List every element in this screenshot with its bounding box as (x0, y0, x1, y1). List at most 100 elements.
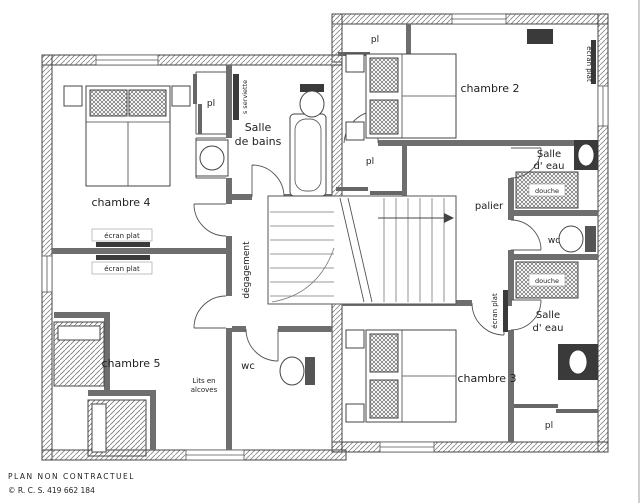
wall (508, 178, 514, 220)
sliding-door (193, 74, 197, 104)
tv-label: écran plat (104, 232, 140, 240)
wall (226, 65, 232, 138)
closet-label-pl: pl (366, 157, 374, 167)
room-label-salle-eau-haut: Salle (537, 149, 561, 160)
nightstand (345, 403, 365, 423)
nightstand (345, 53, 365, 73)
door-wc-droite (510, 219, 542, 251)
window (41, 255, 53, 293)
room-label-salle-de-bains: de bains (235, 135, 282, 148)
pillow (369, 379, 399, 419)
vanity-salle-eau-haut (574, 140, 598, 170)
alcove-beds-label: alcoves (191, 386, 218, 394)
tv-chambre-4 (91, 228, 153, 247)
closet-label-pl: pl (371, 35, 379, 45)
stair-treads (270, 211, 334, 297)
sliding-door (556, 409, 598, 413)
wall (597, 13, 609, 453)
alcove-wall (88, 390, 150, 396)
sliding-door (198, 104, 202, 134)
tv-label: écran plat (491, 293, 499, 329)
wall (232, 194, 252, 200)
annotation-labels: pl pl pl pl écran plat écran plat écran … (104, 35, 593, 431)
radiator (527, 29, 553, 44)
closet-label-pl: pl (545, 421, 553, 431)
wall (52, 248, 226, 254)
shower-salle-eau-haut (515, 171, 579, 209)
stair-treads (383, 198, 445, 302)
window (95, 54, 159, 66)
tv-label: écran plat (104, 265, 140, 273)
door-chambre-3 (471, 302, 505, 336)
pillow (91, 403, 107, 453)
room-label-wc-droite: wc (548, 236, 560, 246)
wall (331, 299, 343, 453)
room-label-palier: palier (475, 201, 504, 212)
staircase (267, 195, 457, 305)
room-label-chambre-5: chambre 5 (101, 357, 160, 370)
wall (406, 24, 411, 58)
sliding-door (514, 404, 558, 408)
door-chambre-4 (193, 203, 227, 237)
scan-edge (638, 0, 640, 503)
wall (232, 326, 246, 332)
nightstand (345, 121, 365, 141)
door-salle-de-bains (251, 164, 285, 198)
room-label-chambre-4: chambre 4 (91, 196, 150, 209)
towel-dryer-label: s serviette (241, 80, 249, 114)
wall (402, 146, 407, 196)
room-label-salle-de-bains: Salle (245, 121, 272, 134)
bed-chambre-4 (63, 85, 191, 187)
footer: PLAN NON CONTRACTUEL © R. C. S. 419 662 … (8, 472, 133, 495)
sliding-door (336, 187, 368, 191)
window (185, 449, 245, 461)
tv-label: écran plat (585, 46, 593, 82)
door-wc (245, 328, 279, 362)
stair-arrow-icon (444, 213, 454, 223)
room-label-degagement: dégagement (241, 241, 252, 299)
nightstand (63, 85, 83, 107)
alcove-wall (104, 312, 110, 394)
window (379, 441, 435, 453)
pillow (89, 89, 128, 117)
nightstand (345, 329, 365, 349)
bed-chambre-2 (345, 53, 457, 141)
wall (226, 328, 232, 450)
pillow (369, 333, 399, 373)
wall (378, 140, 598, 146)
tv-chambre-5 (91, 255, 153, 275)
pillow (57, 325, 101, 341)
alcove-wall (54, 312, 106, 318)
stair-break-line (339, 197, 373, 303)
sliding-door (370, 191, 402, 195)
wall (278, 326, 332, 332)
shower-label: douche (535, 277, 559, 285)
alcove-beds-label: Lits en (192, 377, 215, 385)
bed-chambre-3 (345, 329, 457, 423)
toilet-salle-de-bains (299, 84, 325, 118)
window (451, 13, 507, 25)
shower-label: douche (535, 187, 559, 195)
windows (41, 13, 609, 461)
tv-palier (503, 290, 508, 332)
wall (512, 210, 598, 216)
closet-label-pl: pl (207, 99, 215, 109)
wall (41, 54, 343, 66)
door-salle-eau-bas (510, 299, 542, 331)
room-label-wc: wc (241, 361, 255, 372)
wall (508, 330, 514, 442)
room-label-salle-eau-bas: d' eau (533, 323, 564, 334)
door-chambre-5 (193, 295, 227, 329)
wall (331, 64, 343, 197)
shower-salle-eau-bas (515, 261, 579, 299)
bathtub (289, 113, 327, 197)
pillow (128, 89, 167, 117)
wall (331, 441, 609, 453)
tv-chambre-2 (591, 40, 596, 84)
vanity-salle-eau-bas (558, 344, 598, 380)
toilet-wc-droite (558, 225, 596, 253)
room-label-chambre-2: chambre 2 (460, 82, 519, 95)
wall (508, 250, 514, 300)
